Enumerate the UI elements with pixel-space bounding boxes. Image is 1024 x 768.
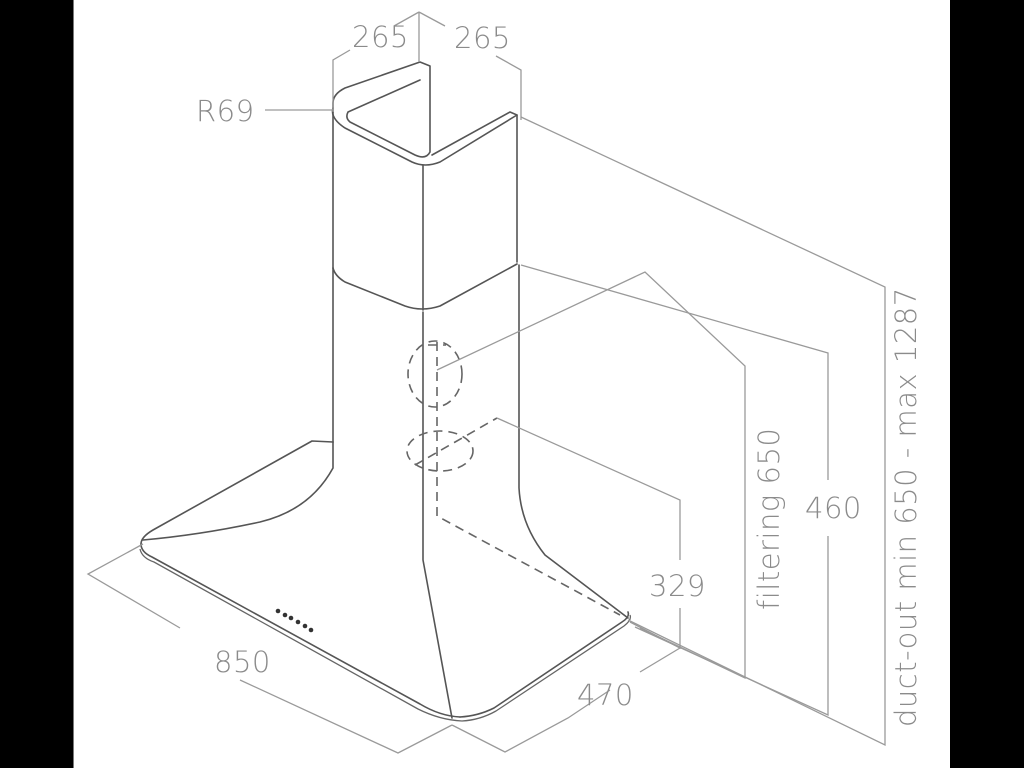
dim-depth: 470	[577, 678, 634, 712]
control-button-dot	[282, 612, 288, 618]
control-buttons	[275, 608, 314, 633]
dim-width: 850	[214, 645, 271, 679]
dim-corner-radius: R69	[196, 94, 255, 128]
frame-edge	[73, 0, 74, 768]
dimension-labels: 265 265 R69 850 470 329 460 filtering 65…	[196, 20, 923, 727]
dim-ductout-height: duct-out min 650 - max 1287	[889, 287, 923, 727]
control-button-dot	[302, 623, 308, 629]
ductout-outlet-circle	[406, 430, 474, 472]
dimension-lines	[86, 11, 886, 754]
control-button-dot	[288, 615, 294, 621]
dim-chimney-lower-height: 460	[805, 491, 862, 525]
control-button-dot	[308, 627, 314, 633]
dim-chimney-width-left: 265	[352, 20, 409, 54]
control-button-dot	[295, 619, 301, 625]
hood-outline	[139, 61, 632, 722]
filtering-outlet-circle	[407, 340, 463, 408]
drawing-canvas	[74, 0, 950, 768]
dim-canopy-height: 329	[649, 569, 706, 603]
control-button-dot	[275, 608, 281, 614]
dim-filtering-height: filtering 650	[752, 428, 786, 610]
dim-chimney-width-right: 265	[454, 21, 511, 55]
frame-right	[950, 0, 1024, 768]
hidden-outlet-lines	[406, 340, 621, 616]
